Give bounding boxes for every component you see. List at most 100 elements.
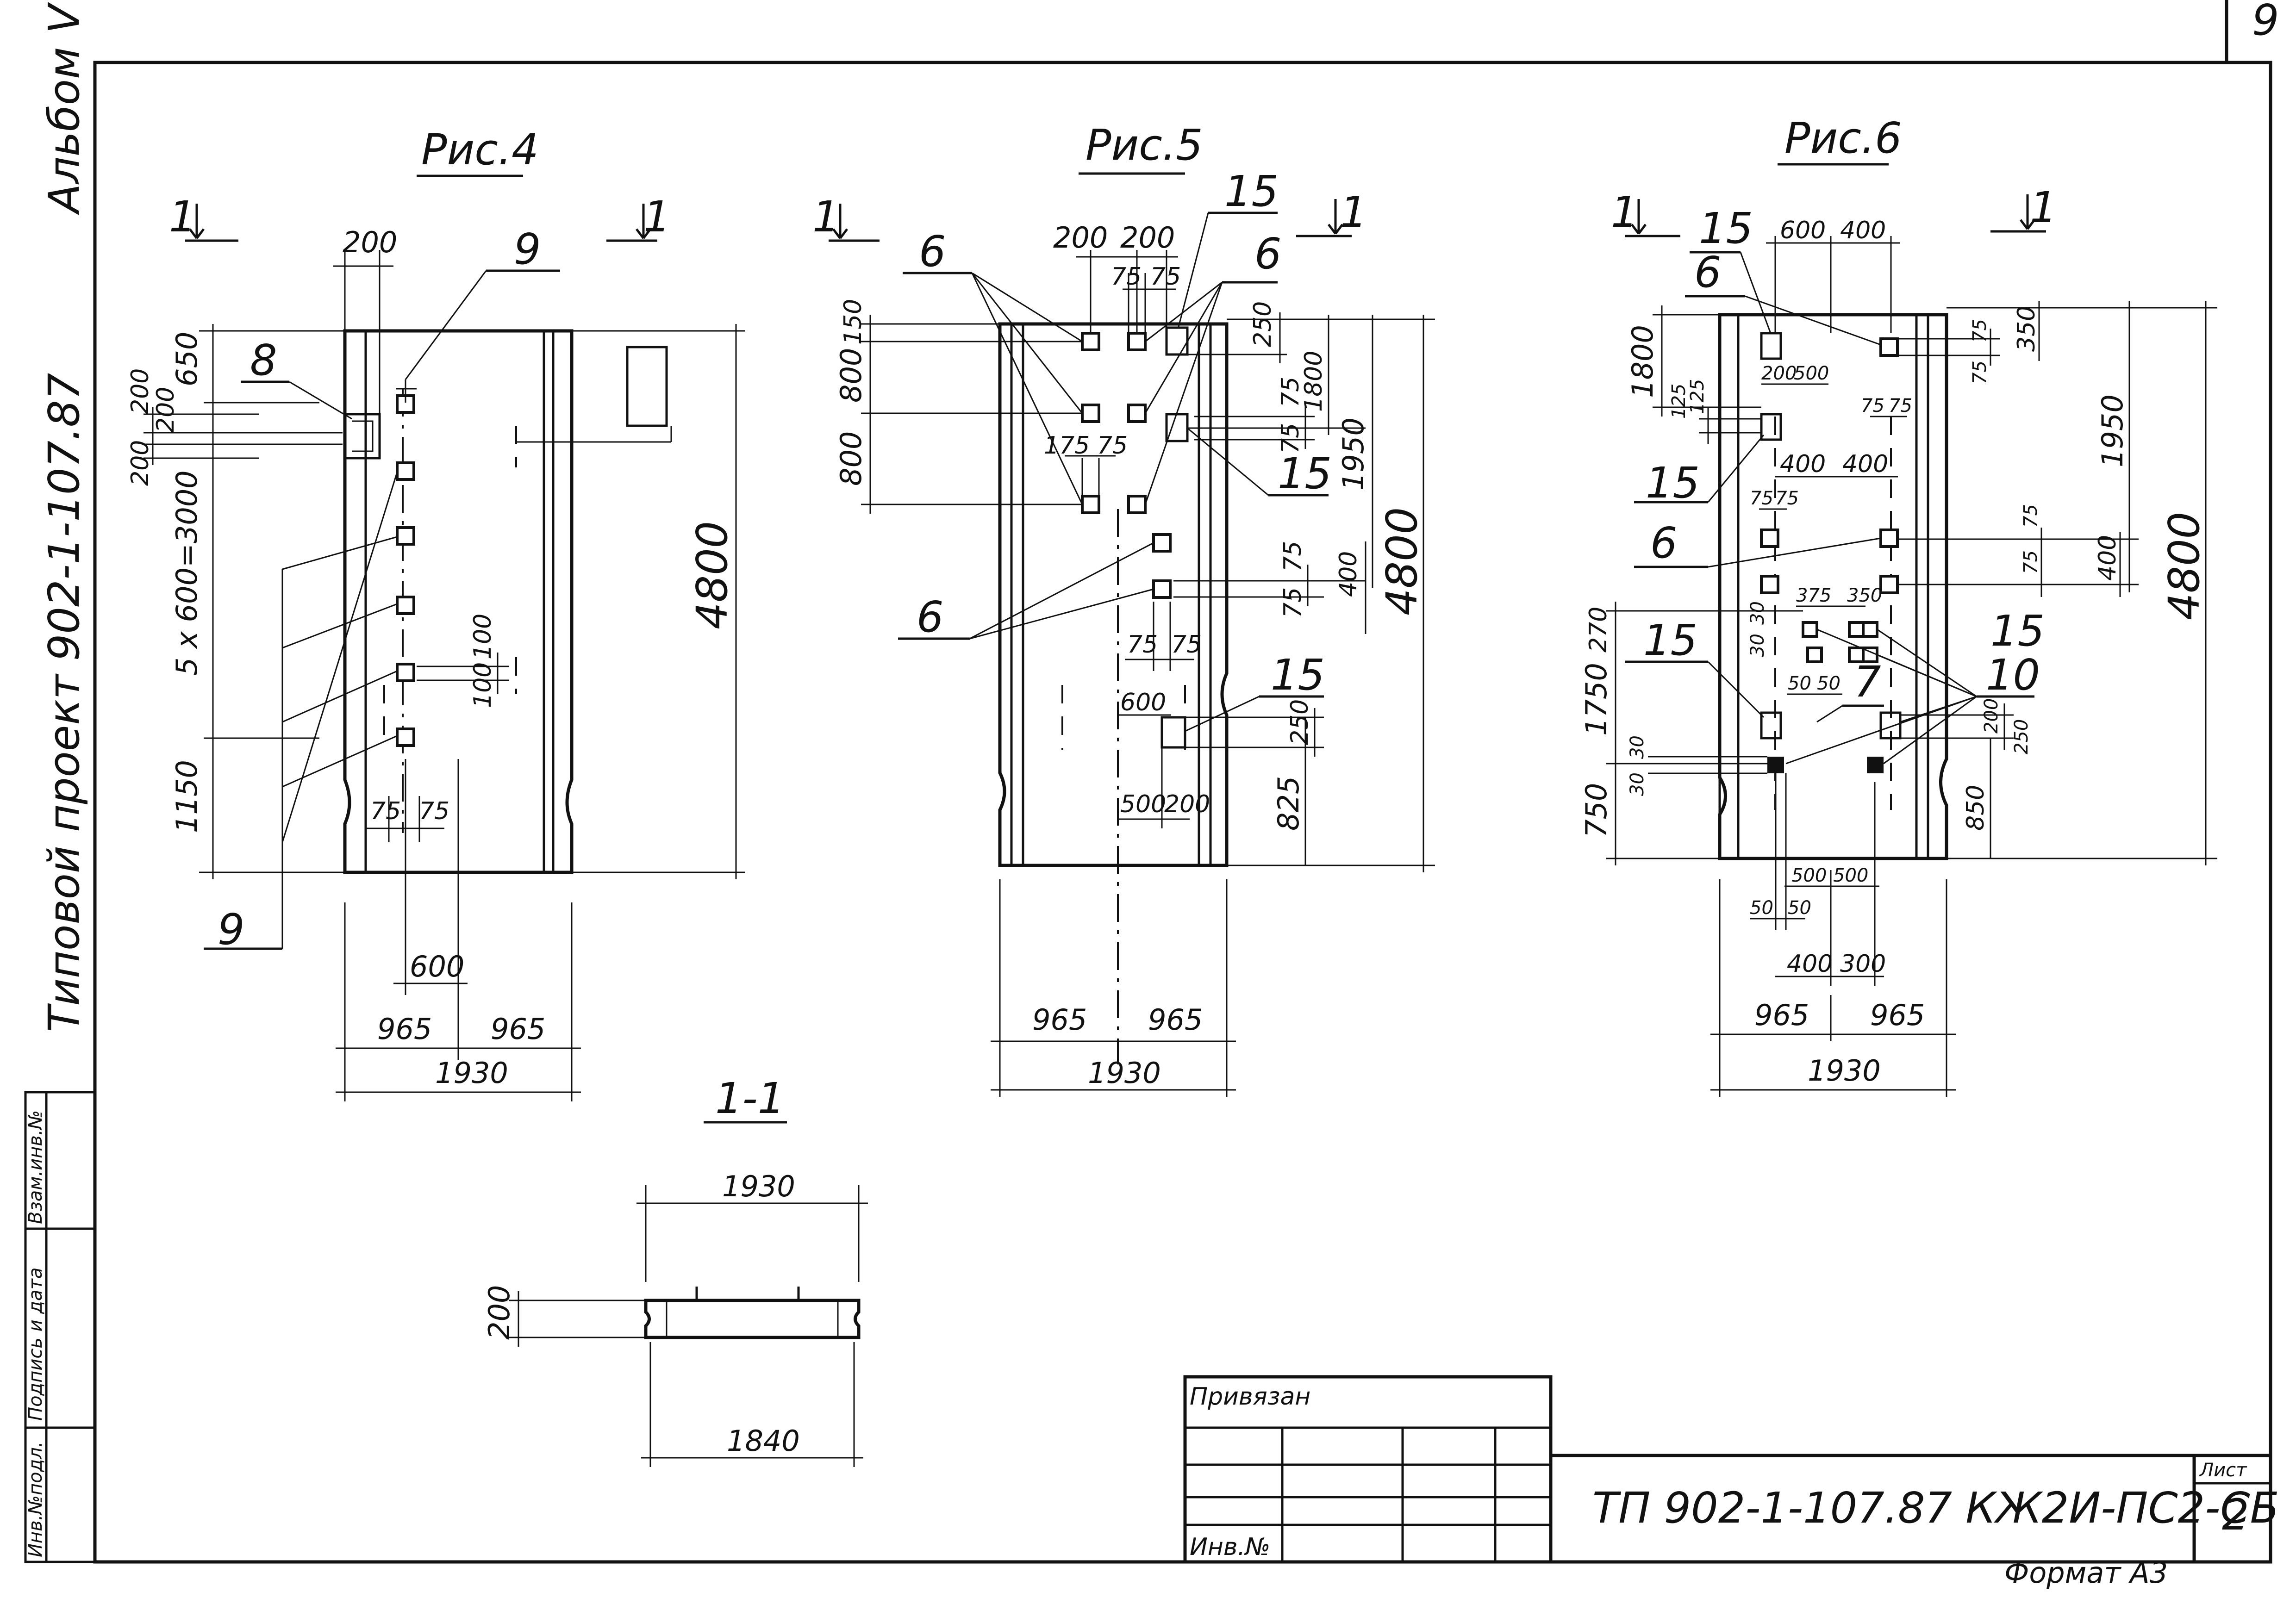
fig6-dim-75e: 75 xyxy=(1861,395,1884,417)
fig6-section-right: 1 xyxy=(2030,183,2057,232)
fig6-dim-400d: 400 xyxy=(2094,535,2121,581)
fig6-dim-30b: 30 xyxy=(1747,634,1768,657)
fig6-dim-75f: 75 xyxy=(1889,395,1912,417)
sheet-label: Лист xyxy=(2199,1460,2247,1481)
fig5-dim-75f: 75 xyxy=(1279,541,1307,572)
fig6-callout-6b: 6 xyxy=(1650,518,1678,568)
fig5-dim-1950: 1950 xyxy=(1336,417,1370,491)
fig6-hole xyxy=(1848,621,1865,638)
figure-5: Рис.5 1 1 200 200 xyxy=(812,120,1435,1097)
fig6-callout-10: 10 xyxy=(1986,650,2040,700)
fig4-hole xyxy=(396,728,415,747)
fig6-dim-1950: 1950 xyxy=(2096,394,2129,467)
fig5-dim-600: 600 xyxy=(1120,689,1166,716)
fig5-dim-75g: 75 xyxy=(1279,587,1307,618)
fig6-dim-300: 300 xyxy=(1840,950,1886,978)
slab-profile xyxy=(644,1299,861,1339)
fig6-dim-250: 250 xyxy=(2011,719,2032,754)
fig4-dim-200a: 200 xyxy=(126,368,154,414)
fig5-callout-6c: 6 xyxy=(917,592,944,642)
format-label: Формат А3 xyxy=(2004,1556,2168,1590)
fig5-hole xyxy=(1081,404,1100,423)
fig4-dim-650: 650 xyxy=(170,332,204,386)
fig4-dim-1930: 1930 xyxy=(435,1056,508,1090)
fig6-dim-50b: 50 xyxy=(1817,673,1841,694)
fig6-dim-350b: 350 xyxy=(1847,585,1882,606)
fig5-sleeve xyxy=(1165,326,1189,356)
fig6-embed-plate xyxy=(1767,757,1784,773)
section-title: 1-1 xyxy=(715,1074,785,1123)
fig6-dim-125b: 125 xyxy=(1687,379,1708,414)
fig4-dim-75b: 75 xyxy=(419,797,449,825)
fig4-section-left: 1 xyxy=(169,192,196,242)
fig5-dim-75d: 75 xyxy=(1277,423,1304,454)
fig5-hole xyxy=(1081,495,1100,514)
fig5-dim-75c: 75 xyxy=(1277,377,1304,407)
fig5-callout-6b: 6 xyxy=(1254,229,1282,279)
fig4-title: Рис.4 xyxy=(421,125,539,174)
fig4-callout-9b: 9 xyxy=(218,905,245,954)
fig5-hole xyxy=(1127,495,1147,514)
fig5-dim-175: 175 xyxy=(1044,432,1090,460)
fig6-sleeve xyxy=(1760,332,1782,360)
fig6-hole xyxy=(1806,647,1823,663)
fig5-dim-75i: 75 xyxy=(1171,631,1202,659)
fig5-dim-4800: 4800 xyxy=(1377,507,1427,616)
fig6-dim-50c: 50 xyxy=(1750,897,1773,919)
fig6-dim-200b: 200 xyxy=(1981,698,2002,734)
fig4-dim-965b: 965 xyxy=(491,1012,545,1046)
stamp-vzam-inv: Взам.инв.№ xyxy=(25,1110,46,1224)
left-titles: Альбом V Типовой проект 902-1-107.87 xyxy=(39,1,89,1032)
fig6-dim-500c: 500 xyxy=(1833,865,1868,886)
fig6-dim-75a: 75 xyxy=(1969,319,1990,342)
fig5-dim-825: 825 xyxy=(1272,776,1305,831)
fig6-dim-75d: 75 xyxy=(1775,488,1799,509)
fig6-dim-30c: 30 xyxy=(1627,735,1648,759)
fig5-dim-200a: 200 xyxy=(1053,221,1108,255)
fig6-dim-400b: 400 xyxy=(1780,450,1826,478)
fig5-sleeve xyxy=(1165,413,1189,442)
fig6-dim-500: 500 xyxy=(1794,363,1829,384)
project-label: Типовой проект 902-1-107.87 xyxy=(39,373,89,1032)
fig6-dim-375: 375 xyxy=(1796,585,1831,606)
fig6-dim-1750: 1750 xyxy=(1579,663,1613,736)
fig4-dim-200b: 200 xyxy=(152,387,180,433)
fig5-sleeve xyxy=(1160,716,1186,749)
fig4-callout-9a: 9 xyxy=(514,224,541,274)
inv-label: Инв.№ xyxy=(1190,1533,1270,1561)
fig5-dim-1930: 1930 xyxy=(1088,1056,1161,1090)
fig6-callout-15b: 15 xyxy=(1646,458,1700,508)
fig4-dim-75a: 75 xyxy=(370,797,401,825)
fig6-callout-15c: 15 xyxy=(1643,616,1697,665)
stamp-signature-date: Подпись и дата xyxy=(25,1268,46,1421)
fig6-dim-850: 850 xyxy=(1962,785,1990,831)
fig5-callout-15a: 15 xyxy=(1224,167,1279,216)
fig6-dim-500b: 500 xyxy=(1791,865,1827,886)
fig5-hole xyxy=(1152,533,1172,553)
fig5-dim-250b: 250 xyxy=(1286,699,1314,745)
bound-label: Привязан xyxy=(1190,1383,1310,1411)
fig4-dim-600: 600 xyxy=(410,950,464,983)
fig6-hole xyxy=(1879,337,1899,357)
fig6-sleeve xyxy=(1879,711,1902,740)
fig5-dim-200c: 200 xyxy=(1164,790,1210,818)
designation: ТП 902-1-107.87 КЖ2И-ПС2-СБ xyxy=(1592,1483,2279,1533)
fig5-section-left: 1 xyxy=(812,192,840,242)
fig5-dim-965a: 965 xyxy=(1032,1003,1087,1037)
fig6-dim-50d: 50 xyxy=(1788,897,1811,919)
fig4-dim-5x600: 5 x 600=3000 xyxy=(170,470,204,676)
fig4-dim-1150: 1150 xyxy=(170,760,204,833)
fig6-sleeve xyxy=(1760,711,1782,740)
fig5-dim-75b: 75 xyxy=(1150,263,1181,291)
fig5-dim-965b: 965 xyxy=(1148,1003,1203,1037)
fig6-dim-75g: 75 xyxy=(2020,504,2041,528)
fig4-hole xyxy=(396,663,415,682)
album-label: Альбом V xyxy=(39,1,89,215)
fig4-dim-100b: 100 xyxy=(469,662,497,708)
fig5-dim-500: 500 xyxy=(1120,790,1166,818)
fig6-dim-200: 200 xyxy=(1761,363,1797,384)
fig6-dim-75b: 75 xyxy=(1969,361,1990,384)
fig6-hole xyxy=(1862,647,1878,663)
fig5-callout-15c: 15 xyxy=(1271,650,1325,700)
